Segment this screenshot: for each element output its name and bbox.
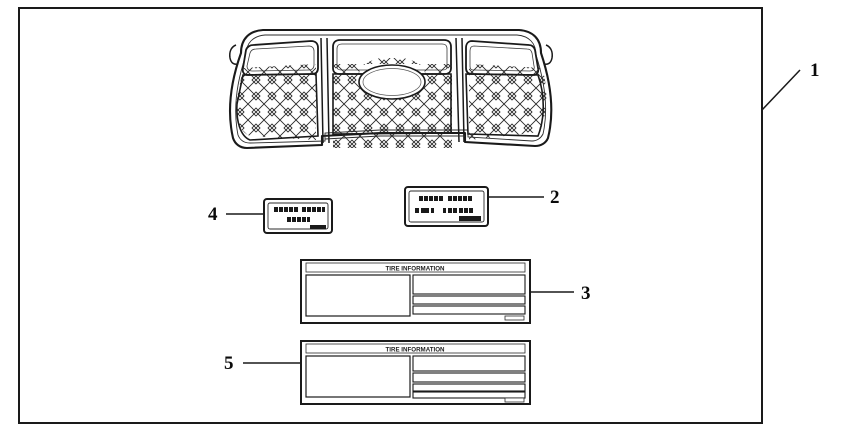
label-5-right-row-3 <box>412 383 526 392</box>
callout-1: 1 <box>761 60 820 111</box>
label-3-right-row-1 <box>412 274 526 295</box>
label-5-right-row-2 <box>412 372 526 383</box>
label-3-title: TIRE INFORMATION <box>385 266 445 273</box>
label-3-left-panel <box>305 274 411 317</box>
callout-1-leader <box>761 69 801 111</box>
label-2-text-row-2 <box>415 208 473 213</box>
label-2-text-row-1 <box>419 196 472 201</box>
callout-5-number: 5 <box>224 353 234 374</box>
cargo-net-mesh-right-edge <box>465 73 545 137</box>
label-5-right-row-4 <box>412 391 526 399</box>
label-3-title-bar <box>305 262 526 273</box>
cargo-net-mesh-right <box>469 64 547 140</box>
cargo-net-left-hook <box>229 44 239 65</box>
callout-3-number: 3 <box>581 283 591 304</box>
callout-2-number: 2 <box>550 187 560 208</box>
label-4-text-row-2 <box>287 217 310 222</box>
label-3-corner-mark <box>504 315 525 321</box>
callout-3: 3 <box>529 276 591 312</box>
label-3-right-row-2 <box>412 295 526 305</box>
label-5-left-panel <box>305 355 411 398</box>
callout-4: 4 <box>208 204 264 225</box>
label-5-title: TIRE INFORMATION <box>385 347 445 354</box>
part-label-3: TIRE INFORMATION <box>300 259 531 324</box>
part-label-4 <box>263 198 333 234</box>
label-5-corner-mark <box>504 397 525 403</box>
callout-4-number: 4 <box>208 204 218 225</box>
callout-1-number: 1 <box>810 60 820 81</box>
part-cargo-net <box>228 28 553 150</box>
cargo-net-right-hook <box>543 44 553 65</box>
part-label-5: TIRE INFORMATION <box>300 340 531 405</box>
cargo-net-mesh-left-edge <box>236 73 319 141</box>
label-4-barcode-strip <box>310 225 326 229</box>
cargo-net-seam-right <box>455 37 465 143</box>
label-5-right-row-1 <box>412 355 526 372</box>
label-4-text-row-1 <box>274 207 325 212</box>
label-2-barcode-strip <box>459 216 481 221</box>
cargo-net-mesh-left <box>236 64 316 140</box>
callout-2: 2 <box>488 187 560 208</box>
cargo-net-center-oval-inner <box>362 68 422 96</box>
cargo-net-inner-outline <box>235 34 547 144</box>
callout-5: 5 <box>224 345 302 382</box>
cargo-net-bottom-hem <box>324 135 465 140</box>
cargo-net-center-oval-opening <box>358 64 426 100</box>
cargo-net-seam-left <box>320 37 330 144</box>
part-label-2 <box>404 186 489 227</box>
label-5-title-bar <box>305 343 526 354</box>
label-3-right-row-3 <box>412 305 526 315</box>
